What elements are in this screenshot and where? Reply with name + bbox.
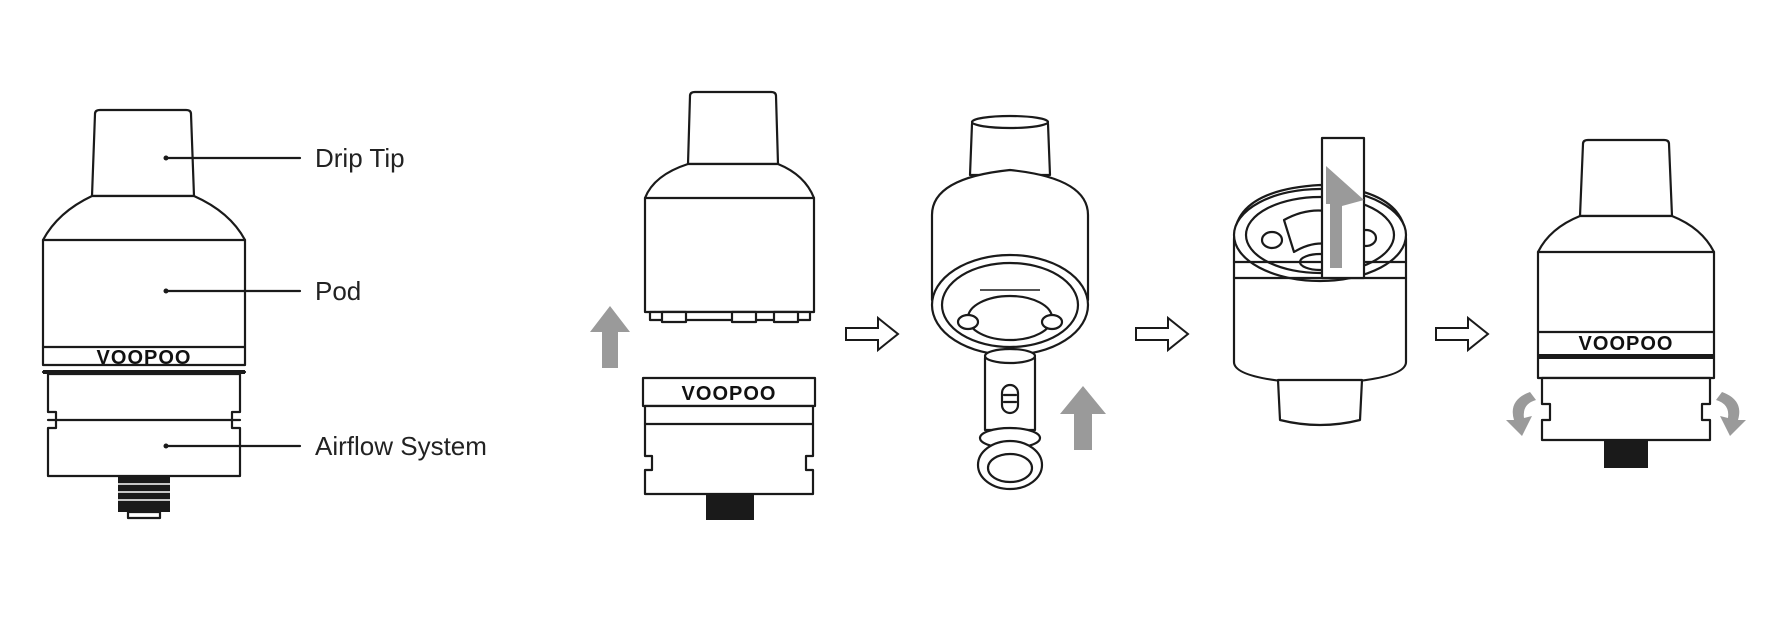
part-labels: Drip Tip Pod Airflow System xyxy=(163,143,487,461)
filling-illustration xyxy=(1232,136,1408,427)
fill-arrow-icon xyxy=(1326,166,1364,268)
arrow-up-icon-2 xyxy=(1060,386,1106,450)
rotate-icon xyxy=(1506,392,1536,436)
arrow-right-icon-2 xyxy=(1135,315,1190,353)
coil-insertion-illustration xyxy=(930,114,1106,491)
bottle-nozzle xyxy=(1320,136,1366,280)
arrow-right-icon xyxy=(845,315,900,353)
assembled-pod-illustration: VOOPOO xyxy=(1506,138,1746,468)
airflow-ring-part xyxy=(46,372,242,478)
rotate-icon-2 xyxy=(1716,392,1746,436)
separated-pod-illustration: VOOPOO xyxy=(590,90,817,520)
logo-text-2: VOOPOO xyxy=(682,383,777,405)
connector-pin-part xyxy=(118,476,170,512)
logo-text: VOOPOO xyxy=(97,347,192,369)
drip-tip-part xyxy=(90,108,196,198)
label-airflow-system: Airflow System xyxy=(315,431,487,461)
label-drip-tip: Drip Tip xyxy=(315,143,405,173)
logo-text-3: VOOPOO xyxy=(1579,333,1674,355)
pod-body-part xyxy=(41,194,247,367)
label-pod: Pod xyxy=(315,276,361,306)
labeled-pod-illustration: VOOPOO xyxy=(41,108,247,520)
arrow-right-icon-3 xyxy=(1435,315,1490,353)
arrow-up-icon xyxy=(590,306,630,368)
